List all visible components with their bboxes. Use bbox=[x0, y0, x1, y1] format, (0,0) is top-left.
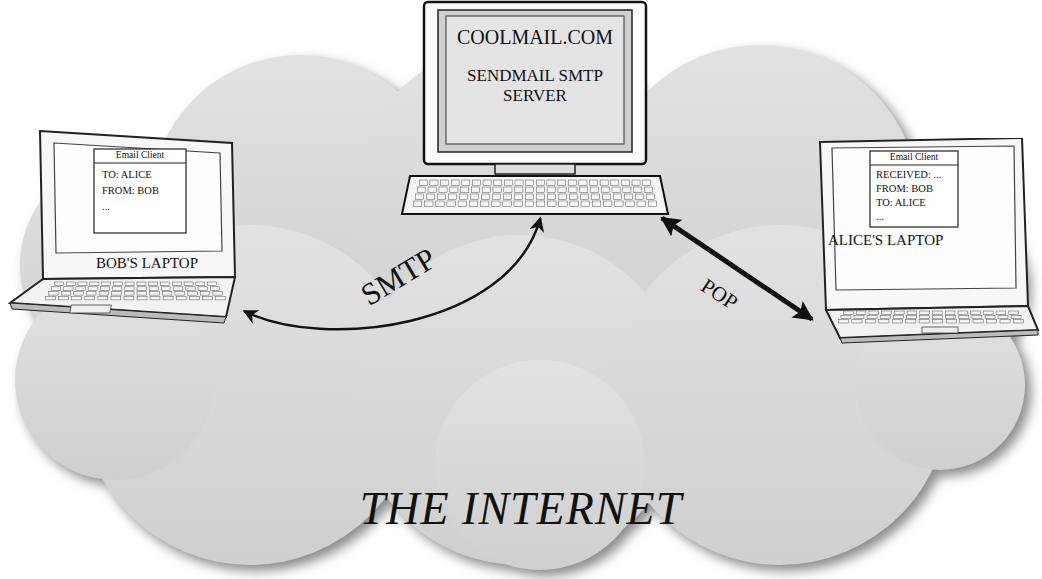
window-title: Email Client bbox=[870, 152, 958, 163]
header-line: TO: ALICE bbox=[876, 197, 956, 209]
network-label: THE INTERNET bbox=[360, 482, 683, 535]
ellipsis: ... bbox=[876, 211, 956, 223]
server-monitor: COOLMAIL.COM SENDMAIL SMTP SERVER bbox=[400, 0, 670, 218]
laptop: Email ClientRECEIVED: ... FROM: BOB TO: AL… bbox=[812, 138, 1040, 344]
laptop: Email ClientTO: ALICE FROM: BOB... BOB'S L… bbox=[8, 125, 244, 325]
protocol-arrow bbox=[244, 218, 540, 329]
device-label: BOB'S LAPTOP bbox=[96, 255, 224, 272]
header-line: FROM: BOB bbox=[876, 183, 956, 195]
header-line: TO: ALICE bbox=[102, 169, 184, 181]
device-label: ALICE'S LAPTOP bbox=[828, 232, 1014, 249]
protocol-arrow bbox=[662, 218, 812, 319]
ellipsis: ... bbox=[102, 201, 184, 213]
window-title: Email Client bbox=[94, 150, 186, 161]
header-line: RECEIVED: ... bbox=[876, 169, 956, 181]
server-name: COOLMAIL.COM bbox=[448, 26, 622, 49]
header-line: FROM: BOB bbox=[102, 185, 184, 197]
server-role: SENDMAIL SMTP SERVER bbox=[452, 66, 618, 105]
